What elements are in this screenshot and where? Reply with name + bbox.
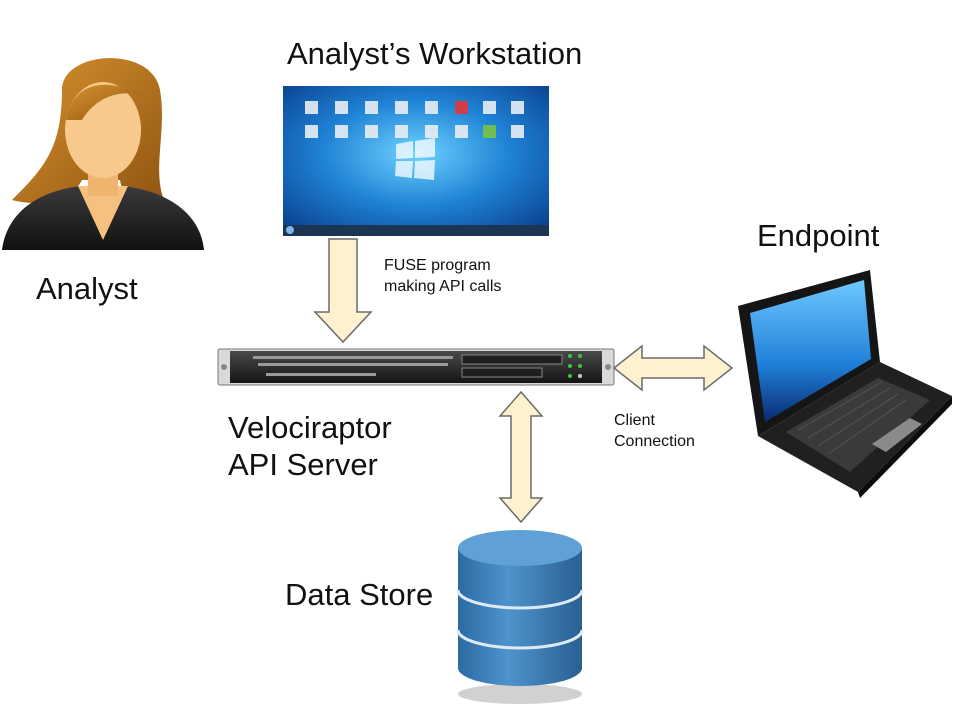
data-store-label: Data Store	[285, 577, 434, 612]
analyst-label: Analyst	[36, 271, 138, 306]
workstation-screen-icon	[283, 86, 549, 236]
analyst-icon	[2, 58, 204, 250]
server-label-line-2: API Server	[228, 447, 378, 483]
client-connection-line-1: Client	[614, 412, 655, 429]
server-label-line-1: Velociraptor	[228, 410, 392, 445]
data-store-arrow	[498, 390, 544, 524]
server-icon	[217, 348, 615, 386]
fuse-label: FUSE program making API calls	[384, 256, 501, 298]
fuse-label-line-1: FUSE program	[384, 257, 491, 274]
data-store-icon	[456, 530, 584, 704]
workstation-label: Analyst’s Workstation	[287, 36, 583, 71]
client-connection-line-2: Connection	[614, 432, 695, 450]
server-label: Velociraptor API Server	[228, 409, 392, 483]
api-calls-arrow	[313, 238, 373, 344]
client-connection-label: Client Connection	[614, 411, 695, 453]
client-connection-arrow	[612, 344, 734, 392]
endpoint-laptop-icon	[738, 270, 952, 498]
endpoint-label: Endpoint	[757, 218, 880, 253]
fuse-label-line-2: making API calls	[384, 277, 502, 295]
